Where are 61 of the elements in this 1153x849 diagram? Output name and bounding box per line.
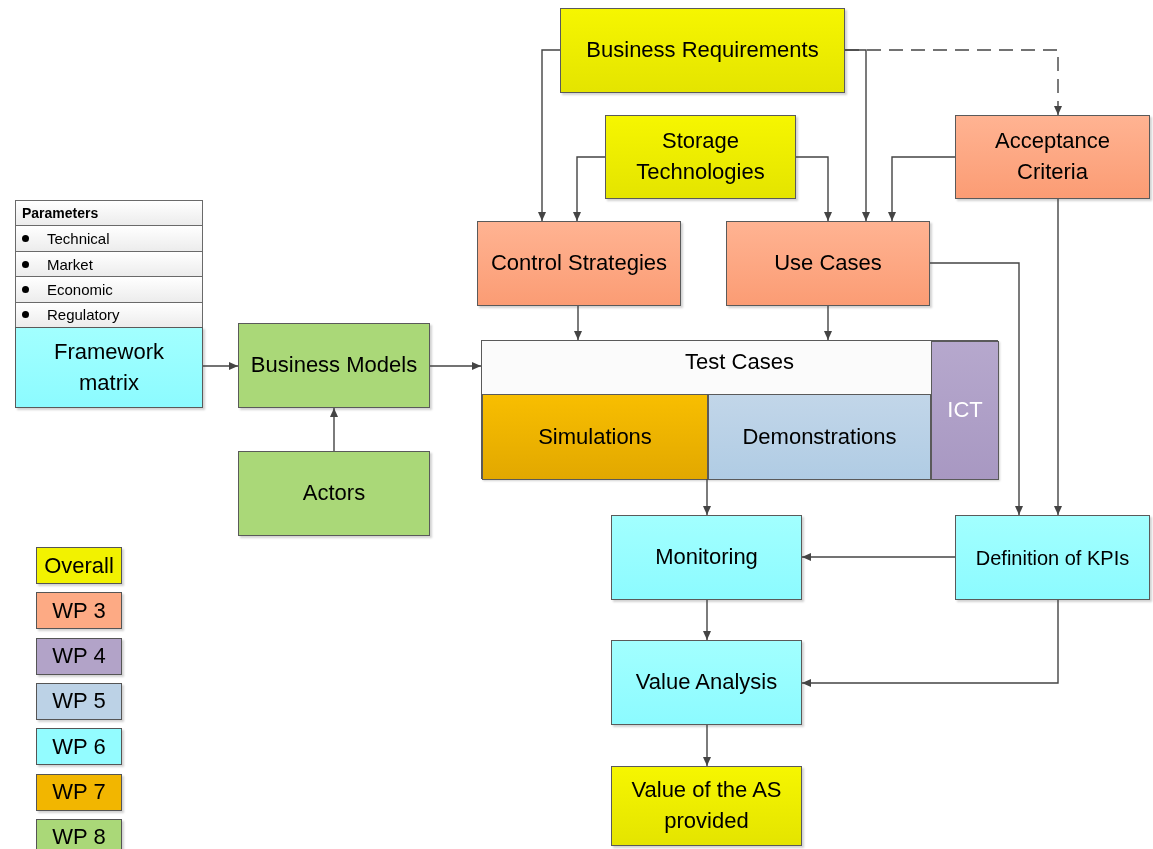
node-label: Demonstrations	[742, 422, 897, 451]
node-label: Monitoring	[655, 543, 758, 572]
arrow	[888, 156, 956, 222]
legend-text: WP 7	[52, 779, 106, 805]
group-box	[481, 340, 998, 479]
legend-text: Overall	[44, 552, 114, 579]
node-label: Business Requirements	[586, 36, 819, 65]
arrow	[824, 305, 832, 341]
arrow	[929, 262, 1023, 516]
node-label: Value of the AS provided	[630, 776, 783, 835]
node-label: Business Models	[250, 351, 418, 380]
process-box	[726, 221, 930, 306]
process-box	[482, 394, 708, 480]
arrow	[795, 156, 832, 222]
arrow	[1054, 198, 1062, 516]
node-label: Actors	[302, 479, 366, 508]
process-box	[708, 394, 931, 480]
node-label: Value Analysis	[635, 668, 778, 697]
arrow	[202, 362, 239, 370]
arrow	[330, 407, 338, 452]
legend-text: WP 4	[52, 643, 106, 670]
arrow	[538, 49, 561, 222]
row-text: Regulatory	[47, 306, 120, 324]
process-box	[560, 8, 845, 93]
node-label: Control Strategies	[490, 249, 668, 278]
arrow	[703, 478, 711, 516]
legend-text: WP 8	[52, 824, 106, 849]
row-text: Technical	[47, 230, 110, 248]
process-box	[611, 640, 802, 725]
node-label: Test Cases	[685, 348, 794, 376]
process-box	[955, 515, 1150, 600]
node-label: Acceptance Criteria	[994, 127, 1111, 186]
node-label: ICT	[947, 396, 983, 425]
process-box	[955, 115, 1150, 199]
header-text: Parameters	[22, 205, 99, 222]
legend-text: WP 3	[52, 597, 106, 624]
process-box	[477, 221, 681, 306]
node-label: Simulations	[538, 422, 652, 451]
process-box	[611, 766, 802, 846]
arrow	[573, 156, 606, 222]
process-box	[931, 341, 999, 480]
arrow	[703, 599, 711, 641]
legend-text: WP 5	[52, 688, 106, 715]
node-label: Use Cases	[774, 249, 882, 278]
arrow	[703, 724, 711, 767]
arrow	[801, 599, 1059, 687]
node-label: Framework matrix	[53, 337, 165, 397]
row-text: Economic	[47, 280, 113, 298]
process-box	[15, 327, 203, 408]
process-box	[238, 323, 430, 408]
process-box	[238, 451, 430, 536]
process-box	[611, 515, 802, 600]
node-label: Storage Technologies	[635, 127, 766, 186]
legend-text: WP 6	[52, 733, 106, 760]
arrow	[429, 362, 482, 370]
process-box	[605, 115, 796, 199]
arrow	[801, 553, 956, 561]
arrow	[844, 49, 1062, 116]
row-text: Market	[47, 255, 93, 273]
node-label: Definition of KPIs	[975, 545, 1130, 571]
arrow	[574, 305, 582, 341]
